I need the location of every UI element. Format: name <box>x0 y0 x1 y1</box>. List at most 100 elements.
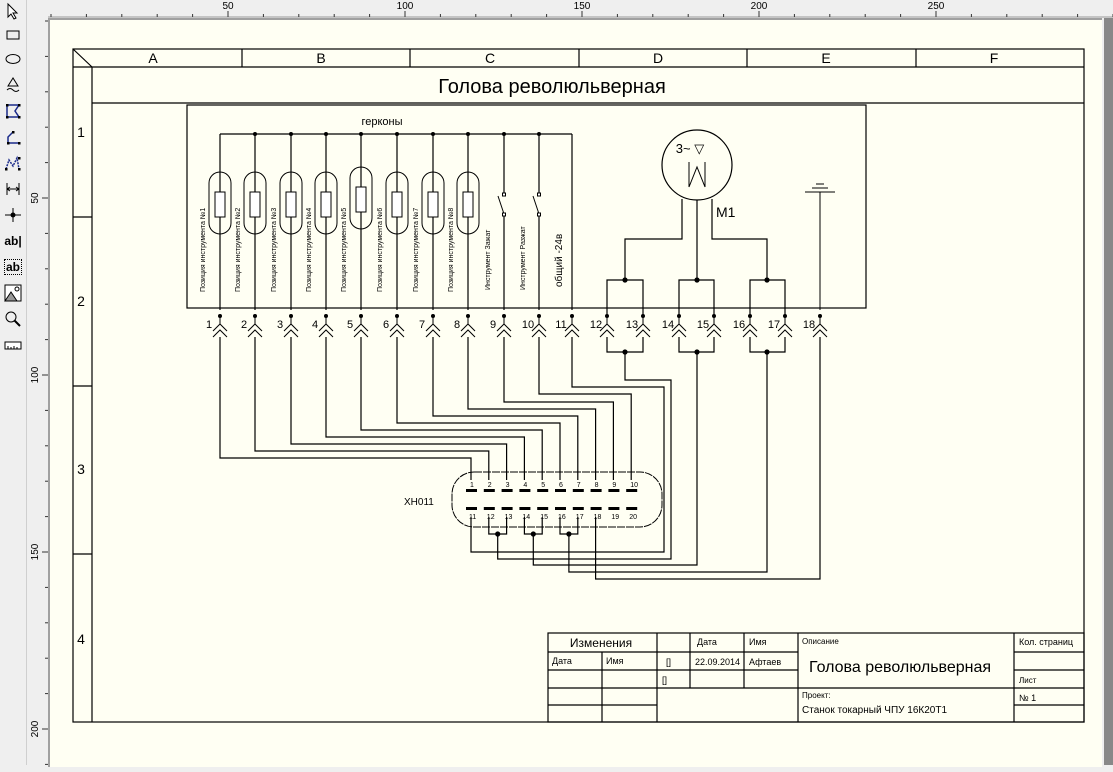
drawing-canvas[interactable]: A B C D E F 1 2 3 4 Голова революльверна… <box>48 18 1102 767</box>
line-icon <box>7 131 21 145</box>
pin-number: 18 <box>594 514 602 521</box>
polyline-icon <box>6 77 20 92</box>
pin-number: 8 <box>595 482 599 489</box>
wire <box>290 337 508 480</box>
ellipse-tool[interactable] <box>2 48 24 70</box>
name-header: Имя <box>749 637 767 647</box>
assembly-box <box>186 104 867 309</box>
pin-number: 9 <box>612 482 616 489</box>
switch-label: Инструмент Зажат <box>485 229 492 290</box>
measure-tool[interactable] <box>2 334 24 356</box>
polygon-tool[interactable] <box>2 100 24 122</box>
reed-capsule <box>456 171 480 235</box>
terminal-plug-icon <box>742 316 758 338</box>
sheet-label: Лист <box>1019 676 1037 685</box>
terminal-number: 4 <box>312 319 318 331</box>
reed-label: Позиция инструмента №2 <box>235 208 242 292</box>
switch-label: Инструмент Разжат <box>520 226 527 290</box>
wire <box>532 352 698 566</box>
terminal-number: 2 <box>241 319 247 331</box>
wire <box>497 352 672 560</box>
ruler-tick-label: 150 <box>30 543 41 560</box>
bezier-tool[interactable] <box>2 152 24 174</box>
column-label: D <box>653 50 663 66</box>
textbox-tool[interactable]: ab <box>2 256 24 278</box>
reed-label: Позиция инструмента №7 <box>413 208 420 292</box>
ground-icon <box>805 183 835 310</box>
ruler-icon <box>4 341 22 350</box>
column-label: A <box>148 50 158 66</box>
wire <box>595 337 821 580</box>
reed-capsule <box>314 171 338 235</box>
zoom-tool[interactable] <box>2 308 24 330</box>
pin-number: 7 <box>577 482 581 489</box>
connector-pin <box>608 507 620 510</box>
reed-capsule <box>243 171 267 235</box>
terminal-plug-icon <box>777 316 793 338</box>
connector-pin <box>572 489 584 492</box>
terminal-number: 14 <box>662 319 674 331</box>
junction-icon <box>5 208 21 222</box>
drawing-toolbar: ab| ab <box>0 0 27 765</box>
column-label: C <box>485 50 495 66</box>
sheet-frame <box>72 48 1085 723</box>
mark-2: [] <box>662 675 667 685</box>
pin-number: 20 <box>629 514 637 521</box>
select-tool[interactable] <box>2 0 24 22</box>
wire <box>254 337 490 480</box>
connector-pin <box>608 489 620 492</box>
terminal-number: 7 <box>419 319 425 331</box>
reed-contact <box>427 191 439 218</box>
text-tool[interactable]: ab| <box>2 230 24 252</box>
dimension-tool[interactable] <box>2 178 24 200</box>
terminal-number: 8 <box>454 319 460 331</box>
connector-pin <box>483 489 495 492</box>
ruler-tick-label: 200 <box>751 1 768 12</box>
project-label: Проект: <box>802 691 831 700</box>
motor-circle <box>661 129 733 201</box>
image-tool[interactable] <box>2 282 24 304</box>
terminal-number: 13 <box>626 319 638 331</box>
reed-label: Позиция инструмента №4 <box>306 208 313 292</box>
wire <box>432 337 579 480</box>
wire <box>538 337 632 480</box>
pin-number: 16 <box>558 514 566 521</box>
wire <box>711 199 768 280</box>
connector-pin <box>590 489 602 492</box>
terminal-number: 5 <box>347 319 353 331</box>
ruler-tick-label: 100 <box>397 1 414 12</box>
line-tool[interactable] <box>2 126 24 148</box>
vertical-scrollbar[interactable] <box>1104 18 1113 765</box>
terminal-plug-icon <box>389 316 405 338</box>
changes-header: Изменения <box>570 636 632 650</box>
pin-number: 15 <box>540 514 548 521</box>
pin-number: 5 <box>541 482 545 489</box>
wire <box>467 337 597 480</box>
ruler-tick-label: 150 <box>574 1 591 12</box>
reed-contact <box>214 191 226 218</box>
reed-contact <box>355 186 367 213</box>
wire <box>396 337 561 480</box>
pin-number: 14 <box>522 514 530 521</box>
connector-pin <box>519 507 531 510</box>
column-label: E <box>821 50 830 66</box>
sheet-value: № 1 <box>1019 693 1036 703</box>
connector-pin <box>626 507 638 510</box>
zoom-icon <box>5 311 21 327</box>
connector-pin <box>537 507 549 510</box>
rectangle-tool[interactable] <box>2 24 24 46</box>
polyline-tool[interactable] <box>2 74 24 96</box>
terminal-number: 12 <box>590 319 602 331</box>
junction-tool[interactable] <box>2 204 24 226</box>
ruler-tick-label: 200 <box>30 720 41 737</box>
ellipse-icon <box>5 54 21 64</box>
schematic-sheet: A B C D E F 1 2 3 4 Голова революльверна… <box>72 48 1085 723</box>
textbox-icon: ab <box>3 259 22 275</box>
motor-symbol: 3~ ▽ <box>676 141 704 156</box>
connector-pin <box>572 507 584 510</box>
